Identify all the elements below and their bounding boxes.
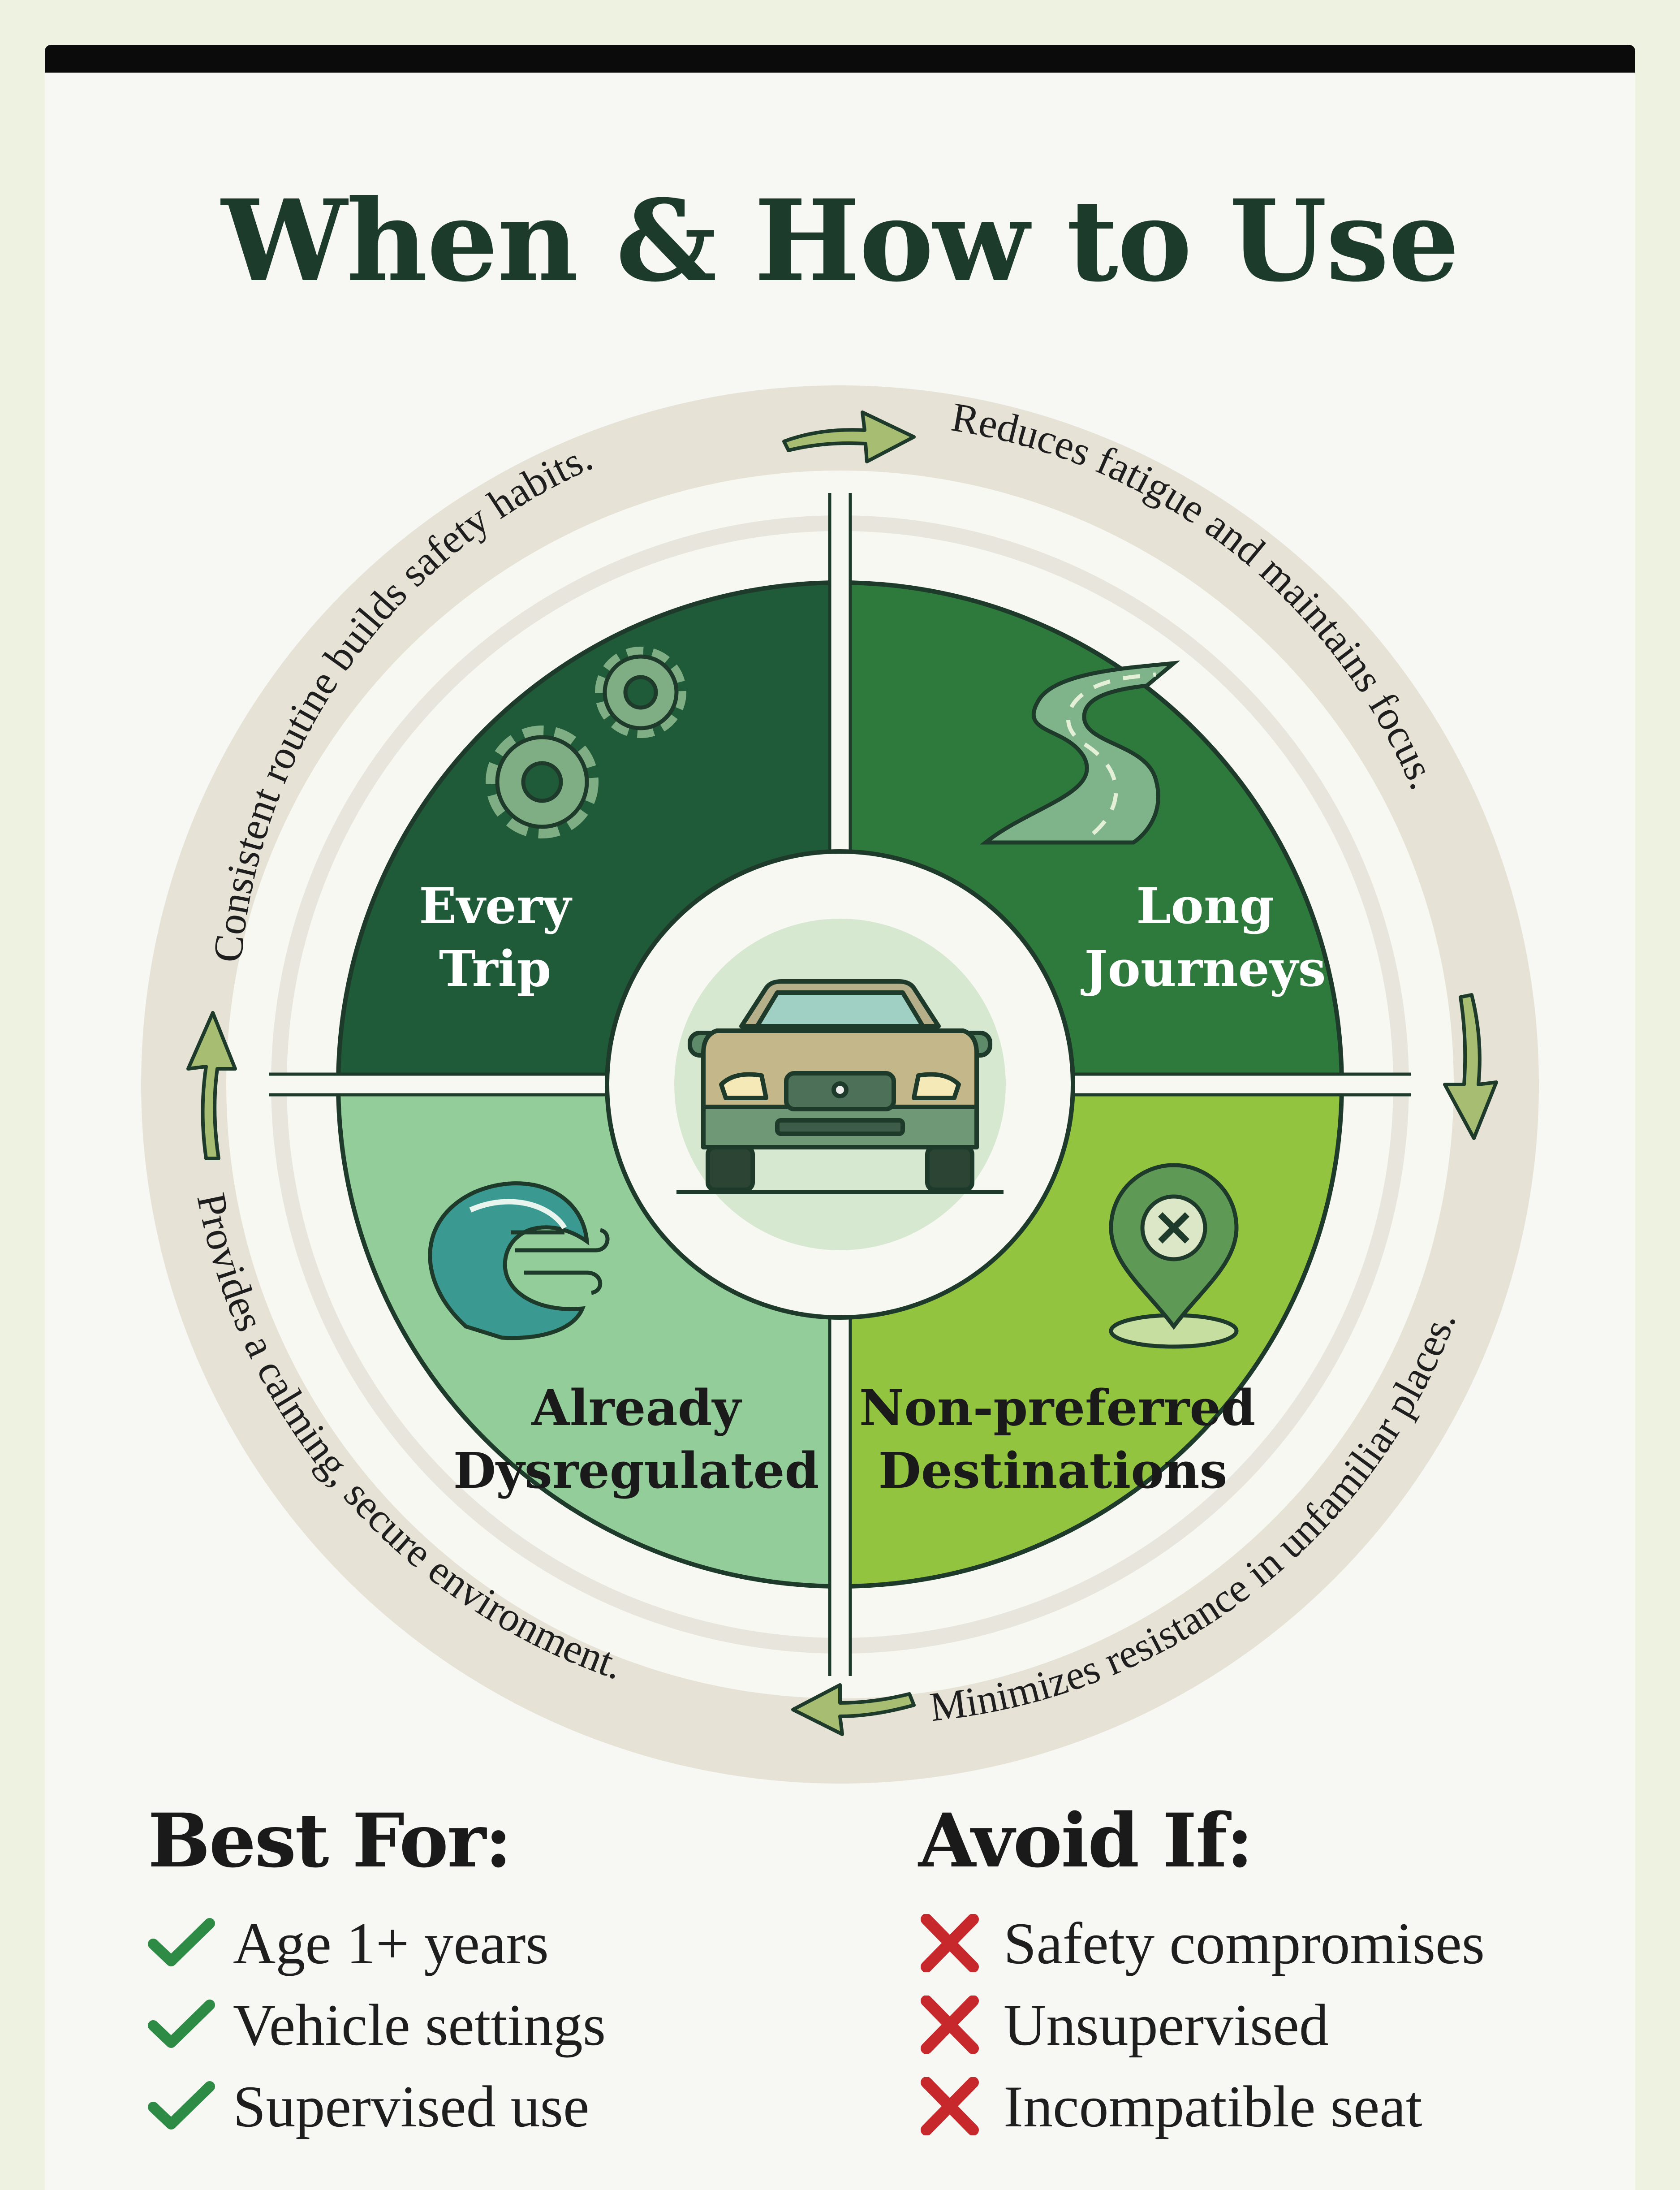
quadrant-label-long-journeys-line2: Journeys	[1080, 940, 1326, 998]
x-mark-icon	[918, 1914, 1004, 1972]
x-mark-icon	[918, 2077, 1004, 2135]
cycle-arrow-left-icon	[186, 1011, 237, 1160]
location-pin-x-icon	[1109, 1163, 1239, 1349]
quadrant-label-non-preferred-line2: Destinations	[878, 1442, 1227, 1499]
cycle-arrow-bottom-icon	[791, 1683, 916, 1736]
car-icon	[676, 979, 1004, 1194]
cycle-arrow-top-icon	[782, 410, 916, 463]
quadrant-label-already-dysregulated-line1: Already	[531, 1379, 742, 1437]
checkmark-icon	[148, 1916, 233, 1970]
quadrant-label-non-preferred-line1: Non-preferred	[859, 1379, 1256, 1437]
quadrant-label-already-dysregulated-line2: Dysregulated	[453, 1442, 819, 1499]
x-mark-icon	[918, 1996, 1004, 2054]
avoid-if-heading: Avoid If:	[918, 1797, 1254, 1884]
list-item: Vehicle settings	[148, 1984, 606, 2065]
list-item: Supervised use	[148, 2065, 606, 2147]
avoid-if-list: Safety compromises Unsupervised Incompat…	[918, 1902, 1485, 2147]
checkmark-icon	[148, 1998, 233, 2052]
list-item: Age 1+ years	[148, 1902, 606, 1984]
list-item: Incompatible seat	[918, 2065, 1485, 2147]
gears-icon	[486, 647, 686, 838]
checkmark-icon	[148, 2079, 233, 2133]
best-for-heading: Best For:	[148, 1797, 512, 1884]
wave-wind-icon	[428, 1181, 610, 1340]
list-item: Unsupervised	[918, 1984, 1485, 2065]
list-item: Safety compromises	[918, 1902, 1485, 1984]
top-bar	[45, 45, 1635, 73]
cycle-arrow-right-icon	[1443, 993, 1498, 1140]
quadrant-label-every-trip-line2: Trip	[439, 940, 551, 998]
page-title: When & How to Use	[221, 175, 1459, 307]
quadrant-label-long-journeys-line1: Long	[1136, 877, 1274, 935]
quadrant-label-every-trip-line1: Every	[419, 877, 573, 935]
best-for-list: Age 1+ years Vehicle settings Supervised…	[148, 1902, 606, 2147]
winding-road-icon	[980, 661, 1180, 845]
